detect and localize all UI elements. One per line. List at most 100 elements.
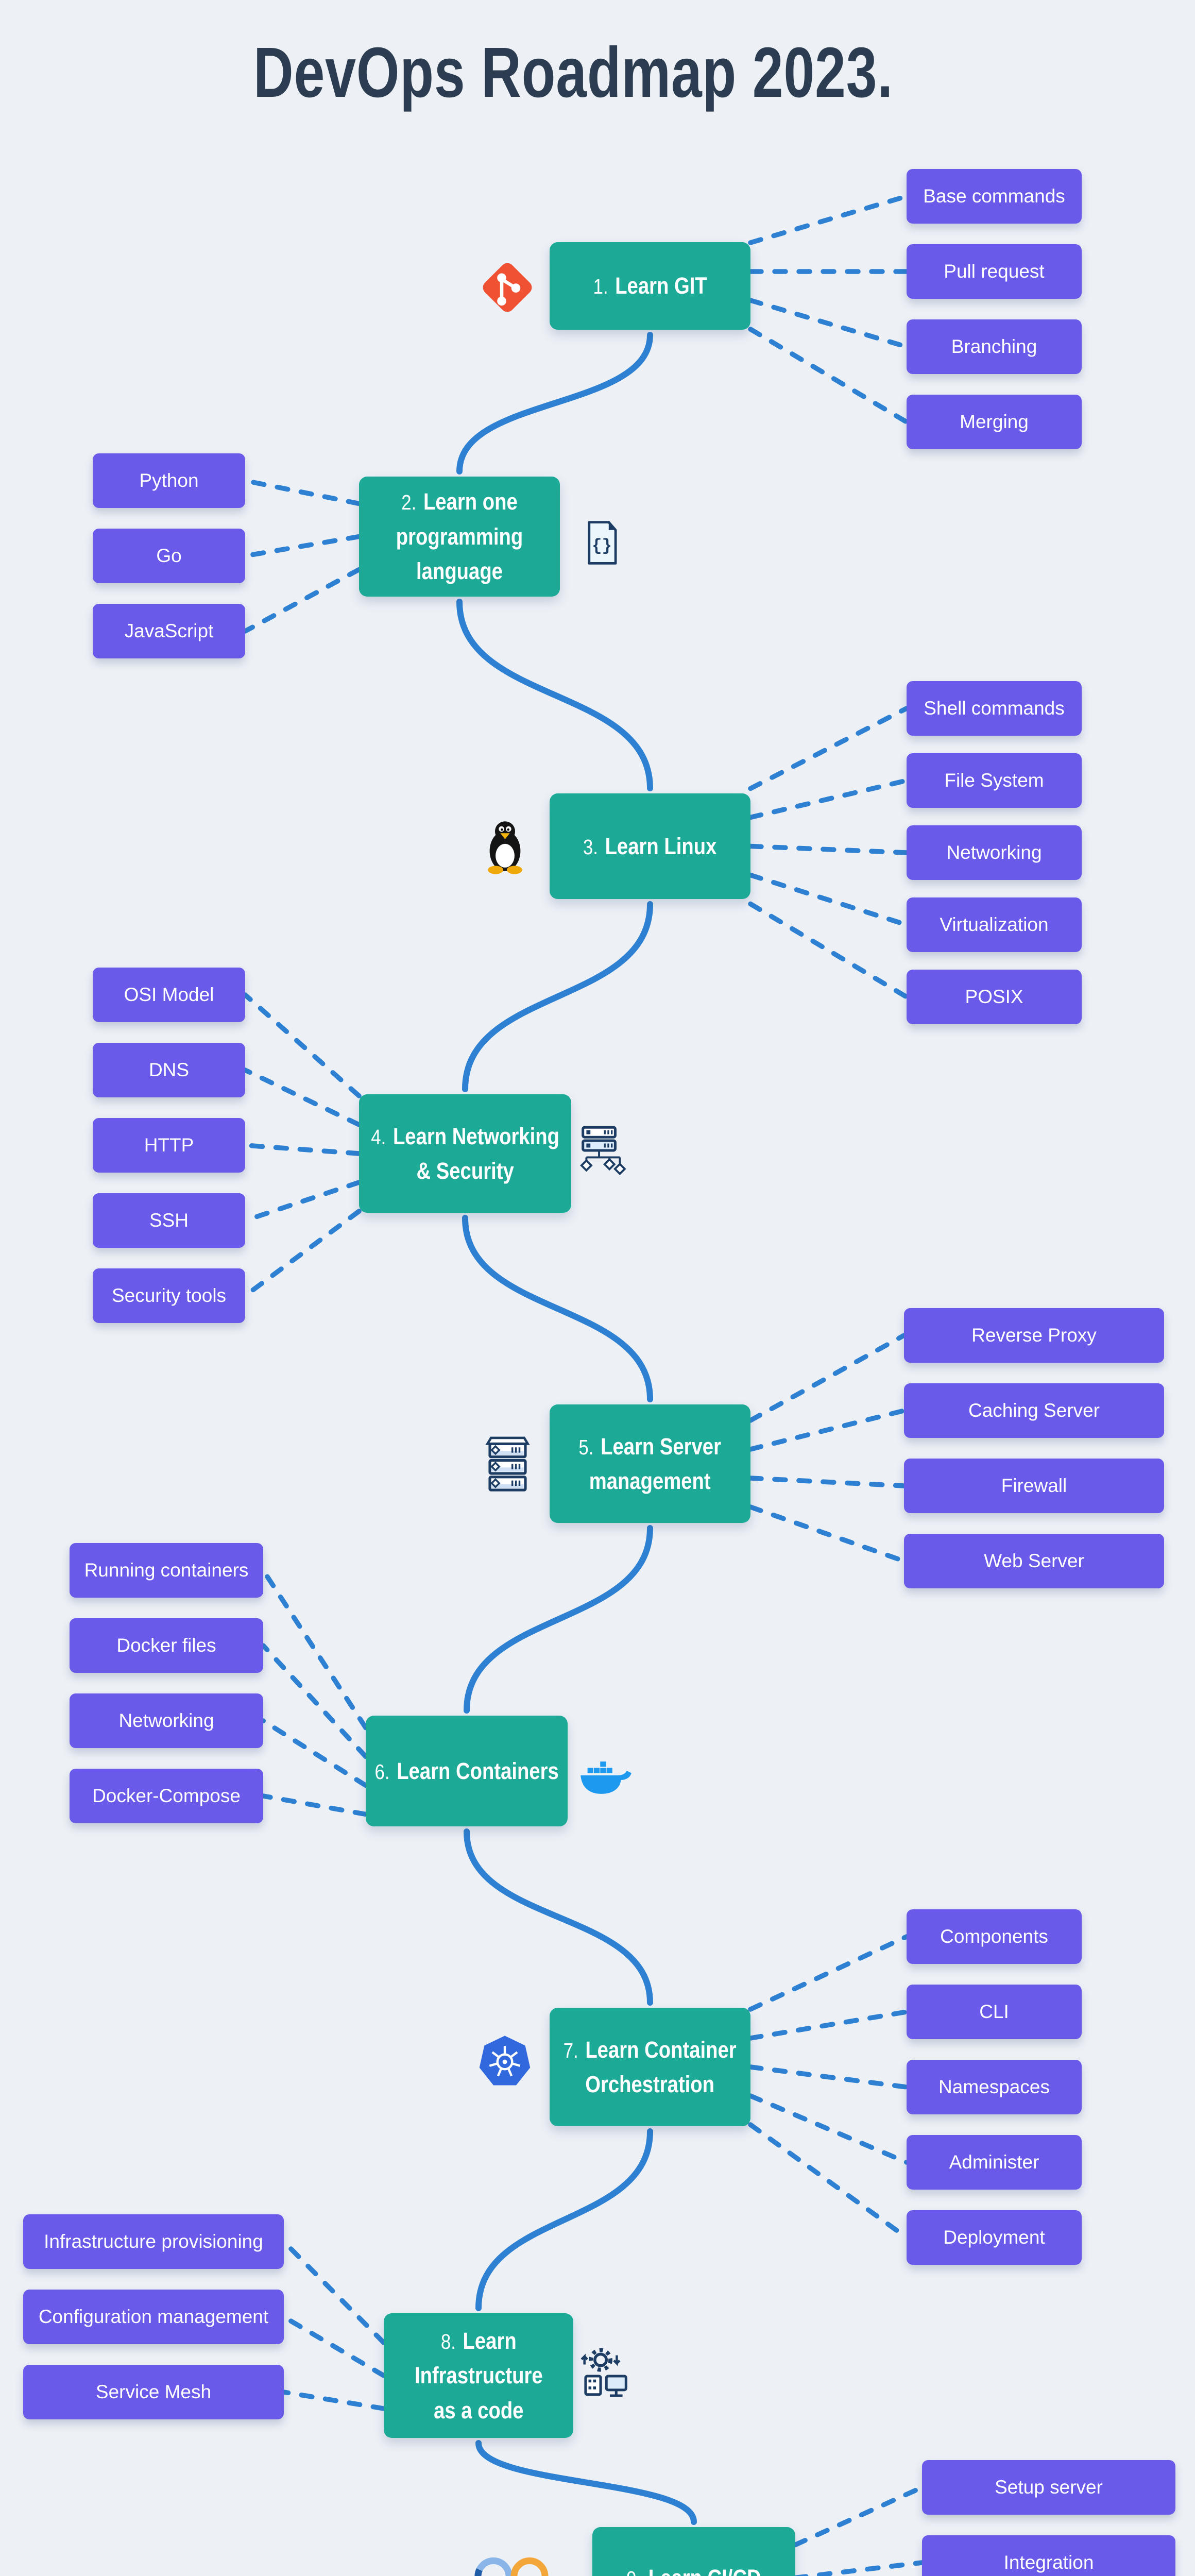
- step-title-line: & Security: [416, 1158, 514, 1184]
- topic-label: DNS: [148, 1059, 190, 1080]
- topic-label: Deployment: [943, 2227, 1045, 2248]
- topic-label: Web Server: [984, 1550, 1084, 1571]
- topic-connector: [243, 567, 362, 634]
- topic-label: POSIX: [965, 986, 1023, 1007]
- step-box-6: 6.Learn Containers: [366, 1716, 568, 1826]
- step-box-9: 9.Learn CI/CD: [592, 2527, 795, 2576]
- trunk-curve: [464, 1525, 653, 1714]
- topic-box: Caching Server: [904, 1383, 1164, 1438]
- topic-connector: [748, 2122, 909, 2240]
- step-title-line: Orchestration: [585, 2071, 715, 2097]
- topic-connector: [793, 2560, 925, 2576]
- topic-label: Administer: [949, 2151, 1039, 2173]
- server-stack-icon: [478, 1434, 537, 1494]
- topic-connector: [243, 534, 362, 558]
- topic-box: Integration: [922, 2535, 1175, 2576]
- topic-connector: [748, 2009, 909, 2041]
- topic-box: Components: [907, 1909, 1082, 1964]
- topic-connector: [748, 327, 909, 425]
- step-number: 2.: [401, 490, 417, 515]
- topic-box: Namespaces: [907, 2060, 1082, 2114]
- topic-box: Branching: [907, 319, 1082, 374]
- topic-label: Namespaces: [938, 2076, 1050, 2097]
- step-title-line: Learn Container: [585, 2036, 737, 2063]
- topic-connector: [281, 2239, 386, 2345]
- step-title-line: as a code: [433, 2397, 524, 2424]
- topic-box: Web Server: [904, 1534, 1164, 1588]
- step-number: 3.: [583, 835, 599, 859]
- topic-box: HTTP: [93, 1118, 245, 1173]
- network-security-icon: [575, 1122, 633, 1179]
- topic-connector: [748, 298, 909, 349]
- topic-connector: [243, 1180, 362, 1223]
- step-title-line: Learn Containers: [397, 1757, 559, 1784]
- topic-label: Service Mesh: [95, 2381, 212, 2402]
- topic-box: Deployment: [907, 2210, 1082, 2265]
- topic-label: Reverse Proxy: [971, 1325, 1097, 1346]
- topic-connector: [748, 1333, 907, 1423]
- topic-box: POSIX: [907, 970, 1082, 1024]
- kubernetes-icon: [476, 2033, 533, 2090]
- topic-box: SSH: [93, 1193, 245, 1248]
- docker-icon: [575, 1747, 633, 1804]
- git-icon: [479, 259, 536, 316]
- topic-label: Branching: [951, 336, 1037, 357]
- trunk-curve: [475, 2128, 653, 2311]
- step-box-3: 3.Learn Linux: [550, 793, 750, 899]
- topic-box: Reverse Proxy: [904, 1308, 1164, 1363]
- topic-box: Networking: [907, 825, 1082, 880]
- topic-connector: [748, 1504, 907, 1564]
- topic-label: Networking: [118, 1710, 214, 1731]
- step-title-line: language: [416, 558, 503, 585]
- topic-label: Python: [139, 470, 199, 491]
- step-box-1: 1.Learn GIT: [550, 242, 750, 330]
- topic-connector: [748, 194, 909, 245]
- topic-box: File System: [907, 753, 1082, 808]
- topic-box: Python: [93, 453, 245, 508]
- topic-label: Components: [940, 1926, 1048, 1947]
- step-box-4: 4.Learn Networking& Security: [359, 1094, 571, 1213]
- step-title-line: Infrastructure: [414, 2362, 543, 2389]
- topic-connector: [261, 1718, 368, 1788]
- step-title-line: management: [589, 1468, 711, 1494]
- topic-label: Setup server: [995, 2477, 1103, 2498]
- step-title-line: Learn Linux: [605, 833, 717, 859]
- topic-connector: [748, 843, 909, 855]
- topic-label: Docker-Compose: [92, 1785, 241, 1806]
- topic-label: Configuration management: [38, 2306, 269, 2327]
- topic-connector: [748, 2064, 909, 2090]
- topic-label: Shell commands: [924, 698, 1065, 719]
- topic-label: SSH: [149, 1210, 189, 1231]
- trunk-curve: [462, 901, 653, 1092]
- topic-label: Virtualization: [940, 914, 1049, 935]
- topic-connector: [748, 1408, 907, 1452]
- topic-label: HTTP: [144, 1134, 194, 1156]
- linux-icon: [475, 817, 535, 876]
- topic-box: Configuration management: [23, 2290, 284, 2344]
- topic-connector: [748, 872, 909, 927]
- topic-label: Security tools: [111, 1285, 227, 1306]
- topic-connector: [281, 2389, 386, 2411]
- topic-label: File System: [944, 770, 1044, 791]
- topic-connector: [243, 1143, 362, 1156]
- step-number: 4.: [371, 1125, 386, 1149]
- step-number: 8.: [440, 2329, 456, 2353]
- step-title-line: Learn Server: [601, 1433, 722, 1460]
- trunk-curve: [464, 1828, 653, 2006]
- topic-box: JavaScript: [93, 604, 245, 658]
- topic-connector: [793, 2485, 925, 2548]
- topic-label: Infrastructure provisioning: [44, 2231, 263, 2252]
- cicd-icon: [465, 2550, 558, 2576]
- topic-connector: [243, 1067, 362, 1127]
- topic-label: Firewall: [1001, 1475, 1067, 1496]
- topic-connector: [261, 1643, 368, 1759]
- svg-text:{}: {}: [592, 536, 612, 555]
- topic-label: Docker files: [116, 1635, 216, 1656]
- topic-box: Docker-Compose: [70, 1769, 263, 1823]
- topic-connector: [243, 1209, 362, 1298]
- topic-connector: [281, 2314, 386, 2378]
- topic-connector: [748, 1476, 907, 1488]
